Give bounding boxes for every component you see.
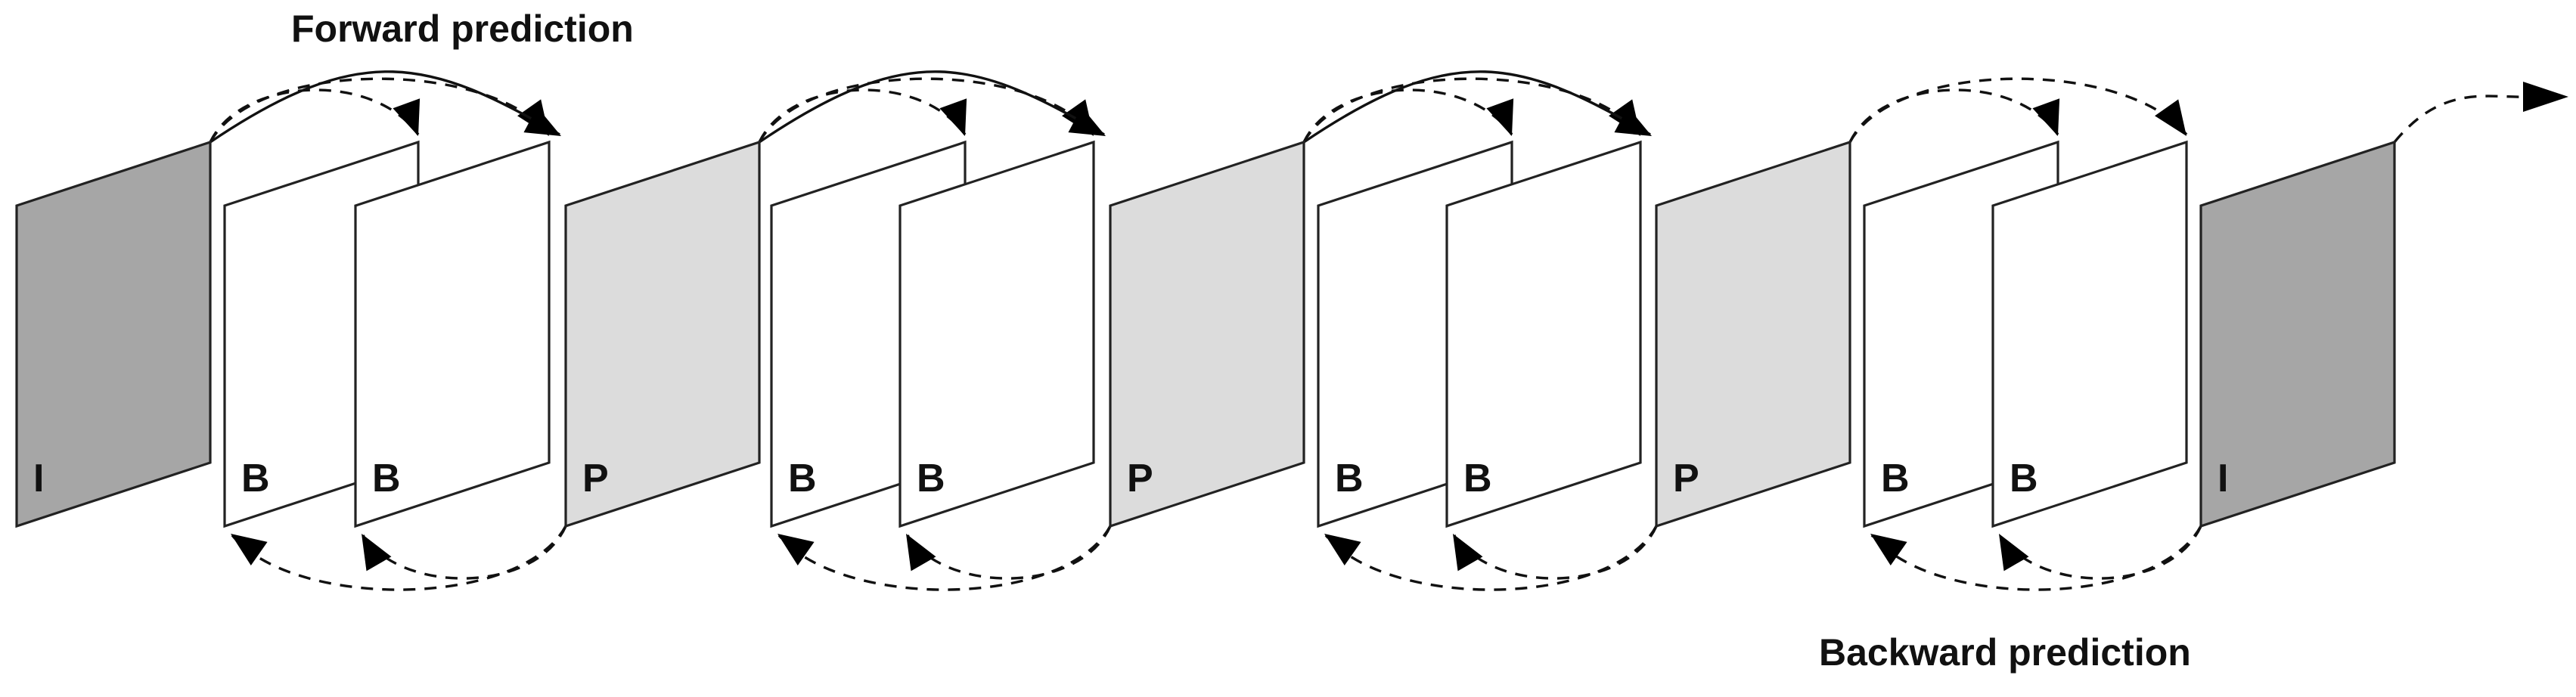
frame-i-1: I	[15, 140, 212, 528]
prediction-arrows	[209, 70, 2568, 591]
forward-arrowhead-b1	[2032, 98, 2060, 136]
forward-arrowhead-b1	[939, 98, 967, 136]
forward-arrowhead-continuation	[2523, 82, 2568, 112]
frame-shape	[2199, 140, 2396, 528]
frame-label: B	[1881, 457, 1910, 500]
frame-p-4: P	[564, 140, 761, 528]
frame-p-10: P	[1655, 140, 1851, 528]
backward-arc-b1	[777, 525, 1112, 591]
forward-arc-reference	[759, 70, 1105, 144]
forward-arc-continuation	[2393, 94, 2527, 144]
backward-arrowhead-b2	[1999, 534, 2029, 572]
frame-b-3: B	[354, 140, 551, 528]
backward-prediction-caption: Backward prediction	[1819, 631, 2191, 674]
frame-label: B	[1463, 457, 1492, 500]
backward-arrowhead-b2	[1453, 534, 1483, 572]
forward-arc-b2	[758, 77, 1095, 143]
backward-arrowhead-b1	[231, 534, 268, 565]
backward-arc-b1	[1870, 525, 2202, 591]
backward-arc-b2	[906, 525, 1112, 580]
backward-arrowhead-b1	[1870, 534, 1907, 565]
backward-arc-b2	[1453, 525, 1658, 580]
frame-label: P	[1127, 457, 1153, 500]
forward-arc-b1	[209, 88, 420, 143]
forward-arc-b1	[1848, 88, 2059, 143]
forward-arrowhead-b1	[393, 98, 421, 136]
backward-arc-b2	[1999, 525, 2202, 580]
forward-arc-b1	[1302, 88, 1513, 143]
forward-arc-reference	[1303, 70, 1651, 144]
backward-arc-b1	[231, 525, 567, 591]
frame-shape	[898, 140, 1095, 528]
frame-label: B	[917, 457, 945, 500]
backward-arrowhead-b1	[777, 534, 815, 565]
frame-shape	[1109, 140, 1305, 528]
frame-label: B	[788, 457, 817, 500]
frame-shape	[1991, 140, 2188, 528]
frame-label: B	[241, 457, 270, 500]
backward-arc-b2	[362, 525, 567, 580]
forward-arrowhead-reference	[1614, 107, 1652, 136]
backward-arrowhead-b2	[362, 534, 392, 572]
backward-arrowhead-b1	[1324, 534, 1361, 565]
frame-p-7: P	[1109, 140, 1305, 528]
frame-b-9: B	[1445, 140, 1642, 528]
forward-arrowhead-b1	[1486, 98, 1514, 136]
frame-shape	[1445, 140, 1642, 528]
forward-arc-b2	[209, 77, 551, 143]
frame-shape	[1655, 140, 1851, 528]
forward-arc-reference	[209, 70, 560, 144]
frame-label: B	[2010, 457, 2038, 500]
frame-shape	[354, 140, 551, 528]
frame-label: I	[33, 457, 44, 500]
frame-label: B	[372, 457, 401, 500]
frame-label: B	[1335, 457, 1364, 500]
backward-arrowhead-b2	[906, 534, 936, 572]
frame-shape	[564, 140, 761, 528]
forward-arc-b2	[1848, 77, 2188, 143]
forward-arc-b2	[1302, 77, 1642, 143]
forward-arc-b1	[758, 88, 967, 143]
frame-label: I	[2218, 457, 2228, 500]
frame-label: P	[582, 457, 609, 500]
frame-label: P	[1673, 457, 1699, 500]
frame-b-6: B	[898, 140, 1095, 528]
frame-i-13: I	[2199, 140, 2396, 528]
frame-b-12: B	[1991, 140, 2188, 528]
forward-arrowhead-reference	[1068, 107, 1106, 136]
backward-arc-b1	[1324, 525, 1658, 591]
forward-arrowhead-b2	[2155, 99, 2186, 136]
frame-shape	[15, 140, 212, 528]
forward-prediction-caption: Forward prediction	[291, 8, 634, 50]
forward-arrowhead-reference	[523, 107, 561, 136]
